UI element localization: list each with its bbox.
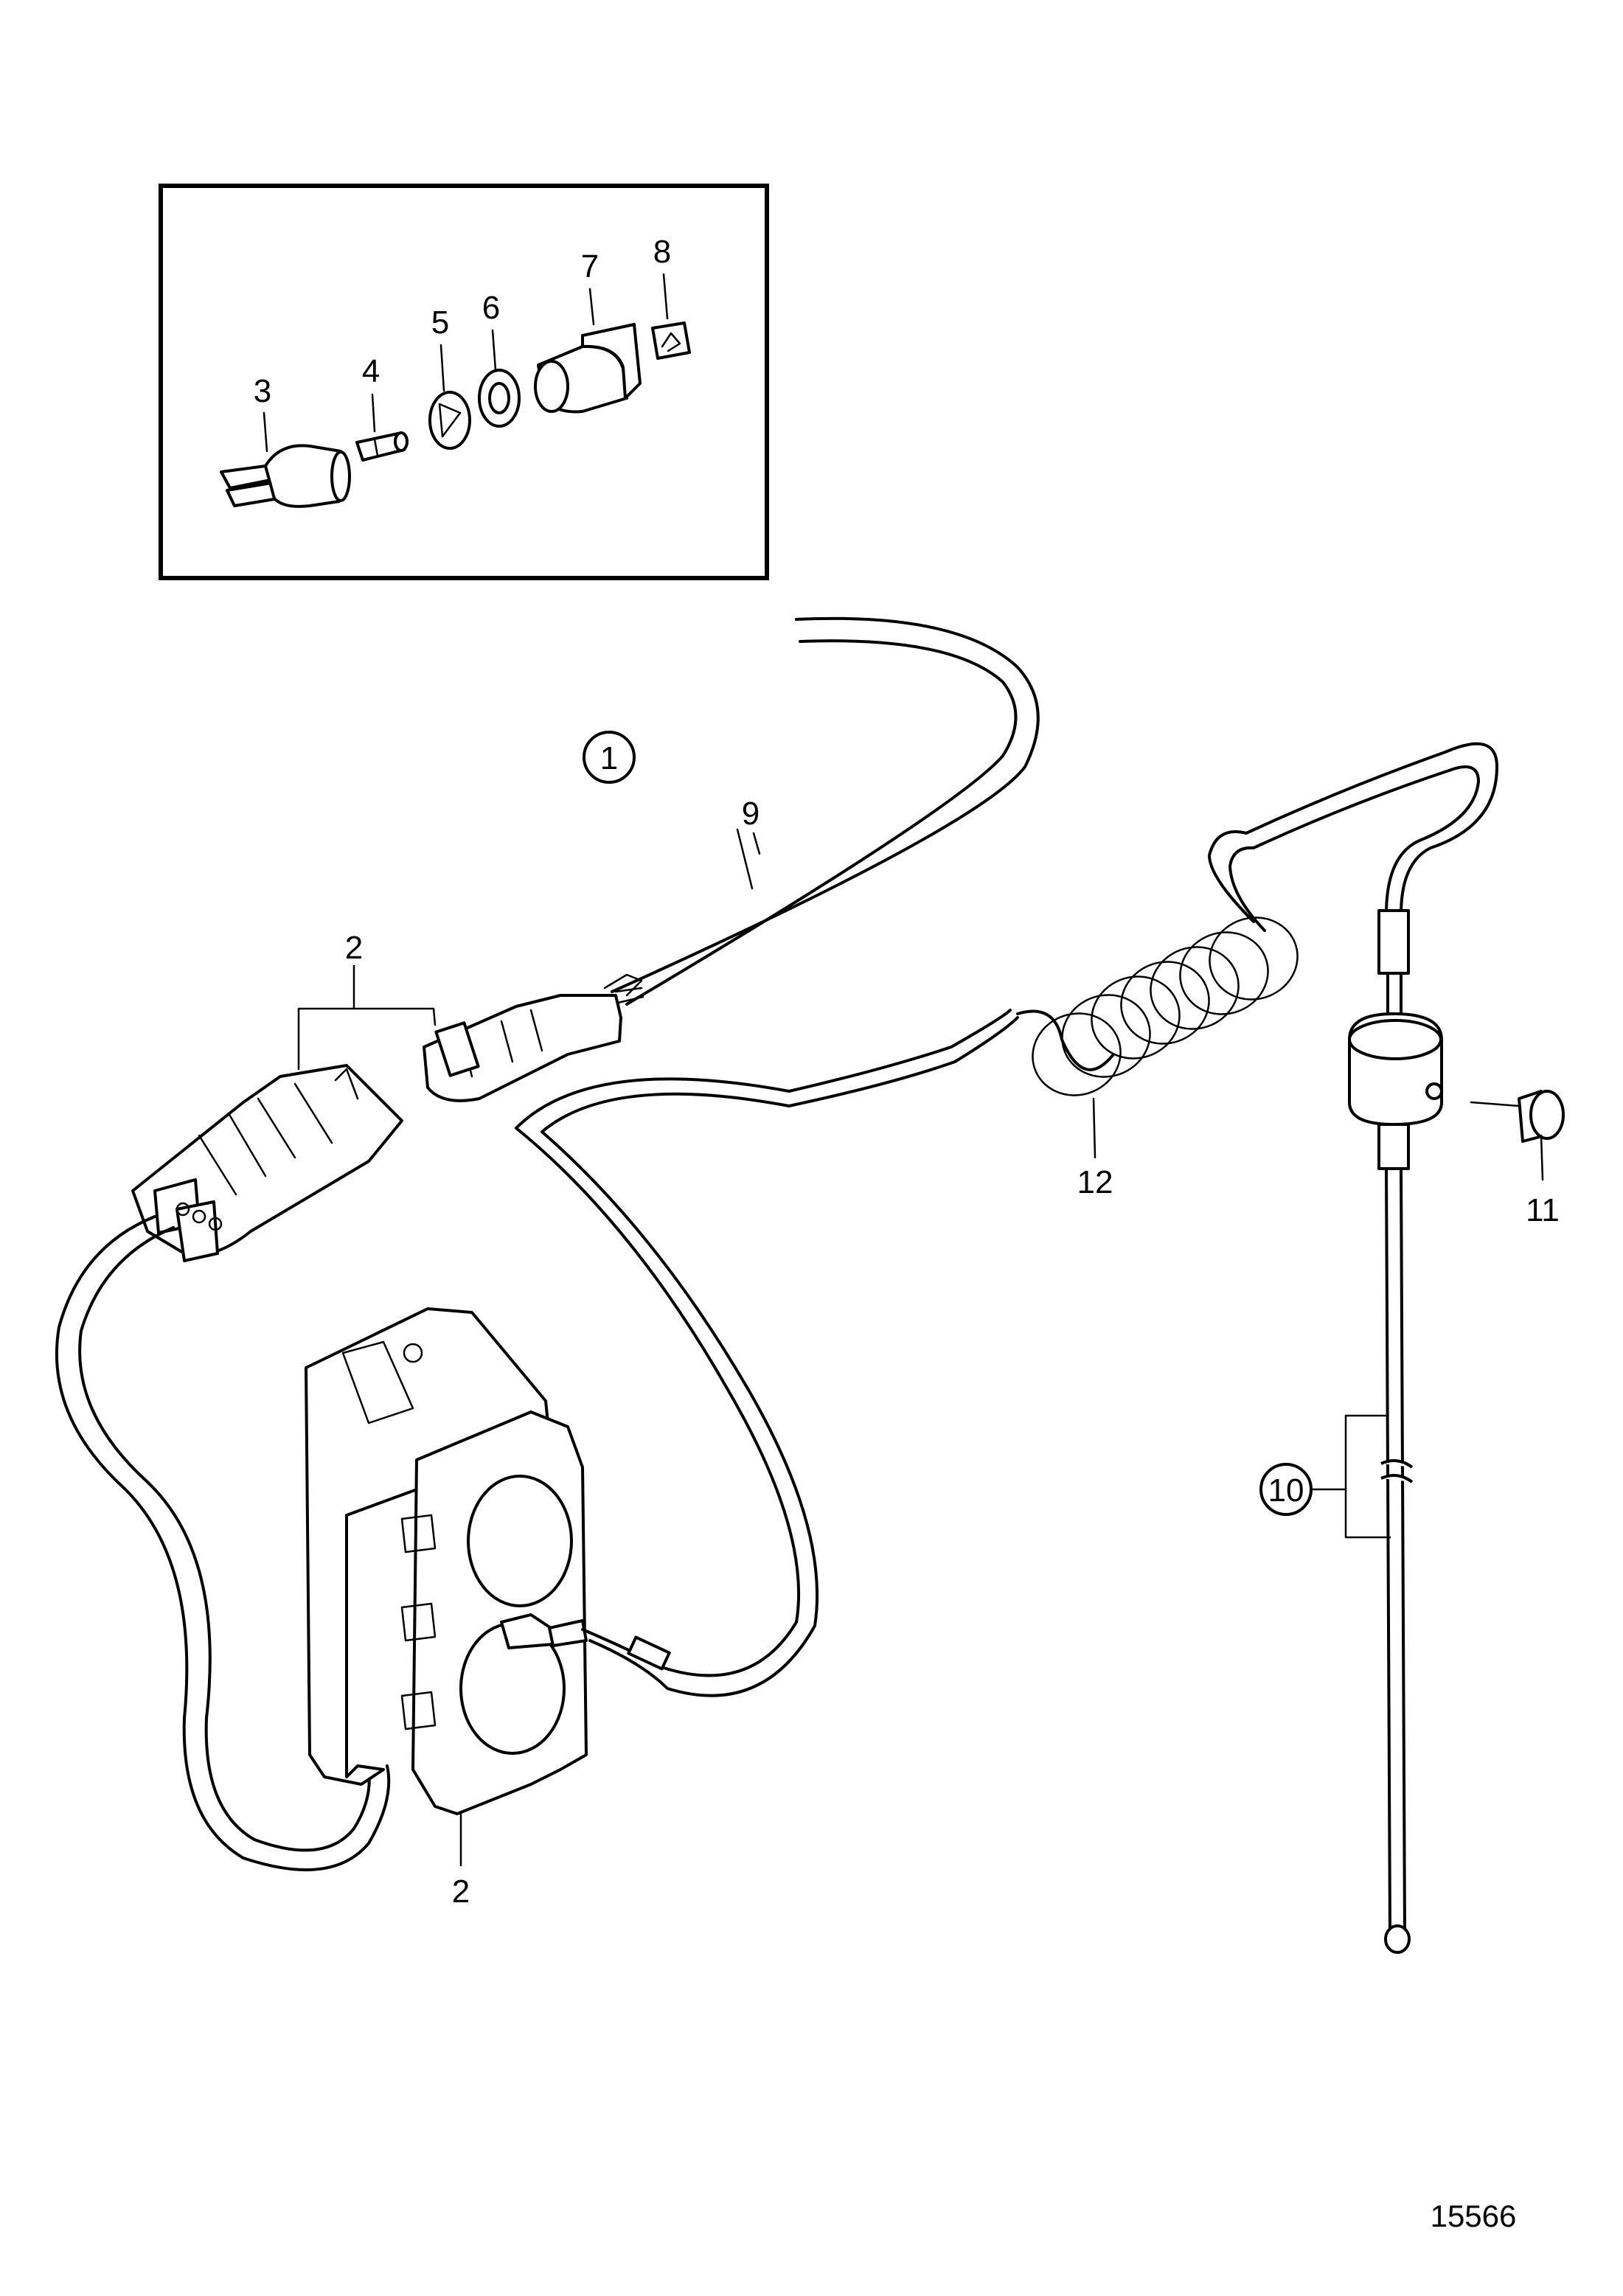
callout-6: 6 (482, 290, 500, 326)
callout-12: 12 (1077, 1164, 1113, 1200)
harness-cable: 9 (611, 616, 1040, 1006)
callout-11: 11 (1526, 1192, 1560, 1228)
callout-1-circle: 1 (583, 731, 636, 784)
dipstick-assembly: 11 10 (1259, 909, 1565, 1954)
sensor-box: 2 (305, 1307, 588, 1910)
pin-part (355, 431, 409, 462)
seal-part (428, 391, 471, 450)
coiled-tube: 12 (1016, 830, 1299, 1200)
detail-inset: 3 4 5 6 7 8 (159, 184, 769, 580)
callout-4: 4 (362, 353, 380, 389)
washer-part (478, 369, 521, 428)
callout-3: 3 (254, 373, 271, 409)
plug-connector-female: 2 (131, 930, 437, 1262)
callout-8: 8 (653, 234, 671, 270)
callout-5: 5 (431, 305, 449, 341)
terminal-part (220, 444, 351, 508)
housing-part (534, 323, 642, 414)
callout-9: 9 (742, 796, 760, 832)
plug-connector-male (423, 973, 644, 1102)
callout-2-box: 2 (452, 1874, 470, 1910)
pressure-tube (515, 1009, 1019, 1697)
callout-1: 1 (600, 740, 618, 776)
clip-part (651, 321, 691, 360)
callout-7: 7 (581, 248, 599, 285)
figure-number: 15566 (1431, 2199, 1517, 2233)
dipstick-tube (1245, 742, 1498, 916)
callout-10: 10 (1268, 1472, 1304, 1509)
connector-cable (55, 1215, 391, 1871)
callout-2-connector: 2 (345, 930, 363, 966)
